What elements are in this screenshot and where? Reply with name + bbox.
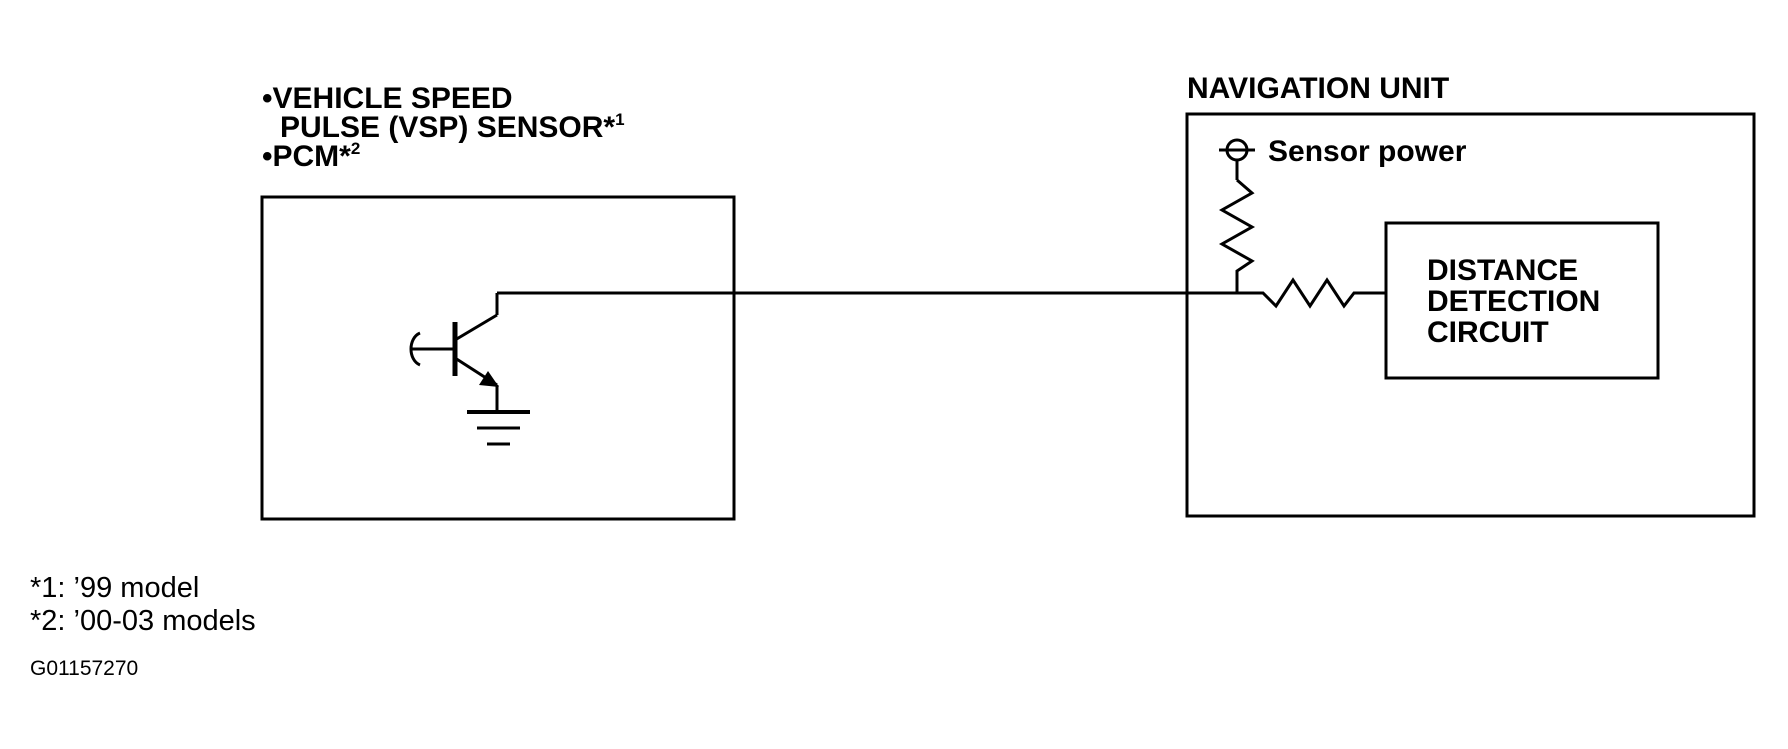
collector-lead: [454, 313, 498, 342]
series-resistor-icon: [1237, 277, 1386, 309]
vsp-sensor-box: [260, 195, 736, 521]
circuit-label-line2: DETECTION: [1427, 285, 1600, 318]
distance-detection-circuit-box: [1384, 221, 1660, 380]
emitter-arrow: [479, 371, 499, 387]
ground-icon: [467, 410, 530, 446]
left-unit-label-line3: •PCM*2: [262, 139, 360, 173]
pull-up-resistor-icon: [1218, 178, 1256, 293]
sensor-power-terminal-icon: [1219, 138, 1255, 180]
footnote-2: *2: ’00-03 models: [30, 605, 256, 637]
left-unit-label-line2: PULSE (VSP) SENSOR*1: [280, 110, 625, 144]
transistor-symbol: [409, 293, 499, 410]
left-unit-label-line1: •VEHICLE SPEED: [262, 82, 513, 115]
navigation-unit-box: [1185, 112, 1756, 518]
navigation-unit-title: NAVIGATION UNIT: [1187, 72, 1449, 105]
figure-code: G01157270: [30, 657, 138, 680]
sensor-power-label: Sensor power: [1268, 135, 1467, 168]
footnote-1: *1: ’99 model: [30, 572, 199, 604]
input-signal-curve: [409, 331, 421, 367]
circuit-label-line1: DISTANCE: [1427, 254, 1578, 287]
circuit-label-line3: CIRCUIT: [1427, 316, 1549, 349]
